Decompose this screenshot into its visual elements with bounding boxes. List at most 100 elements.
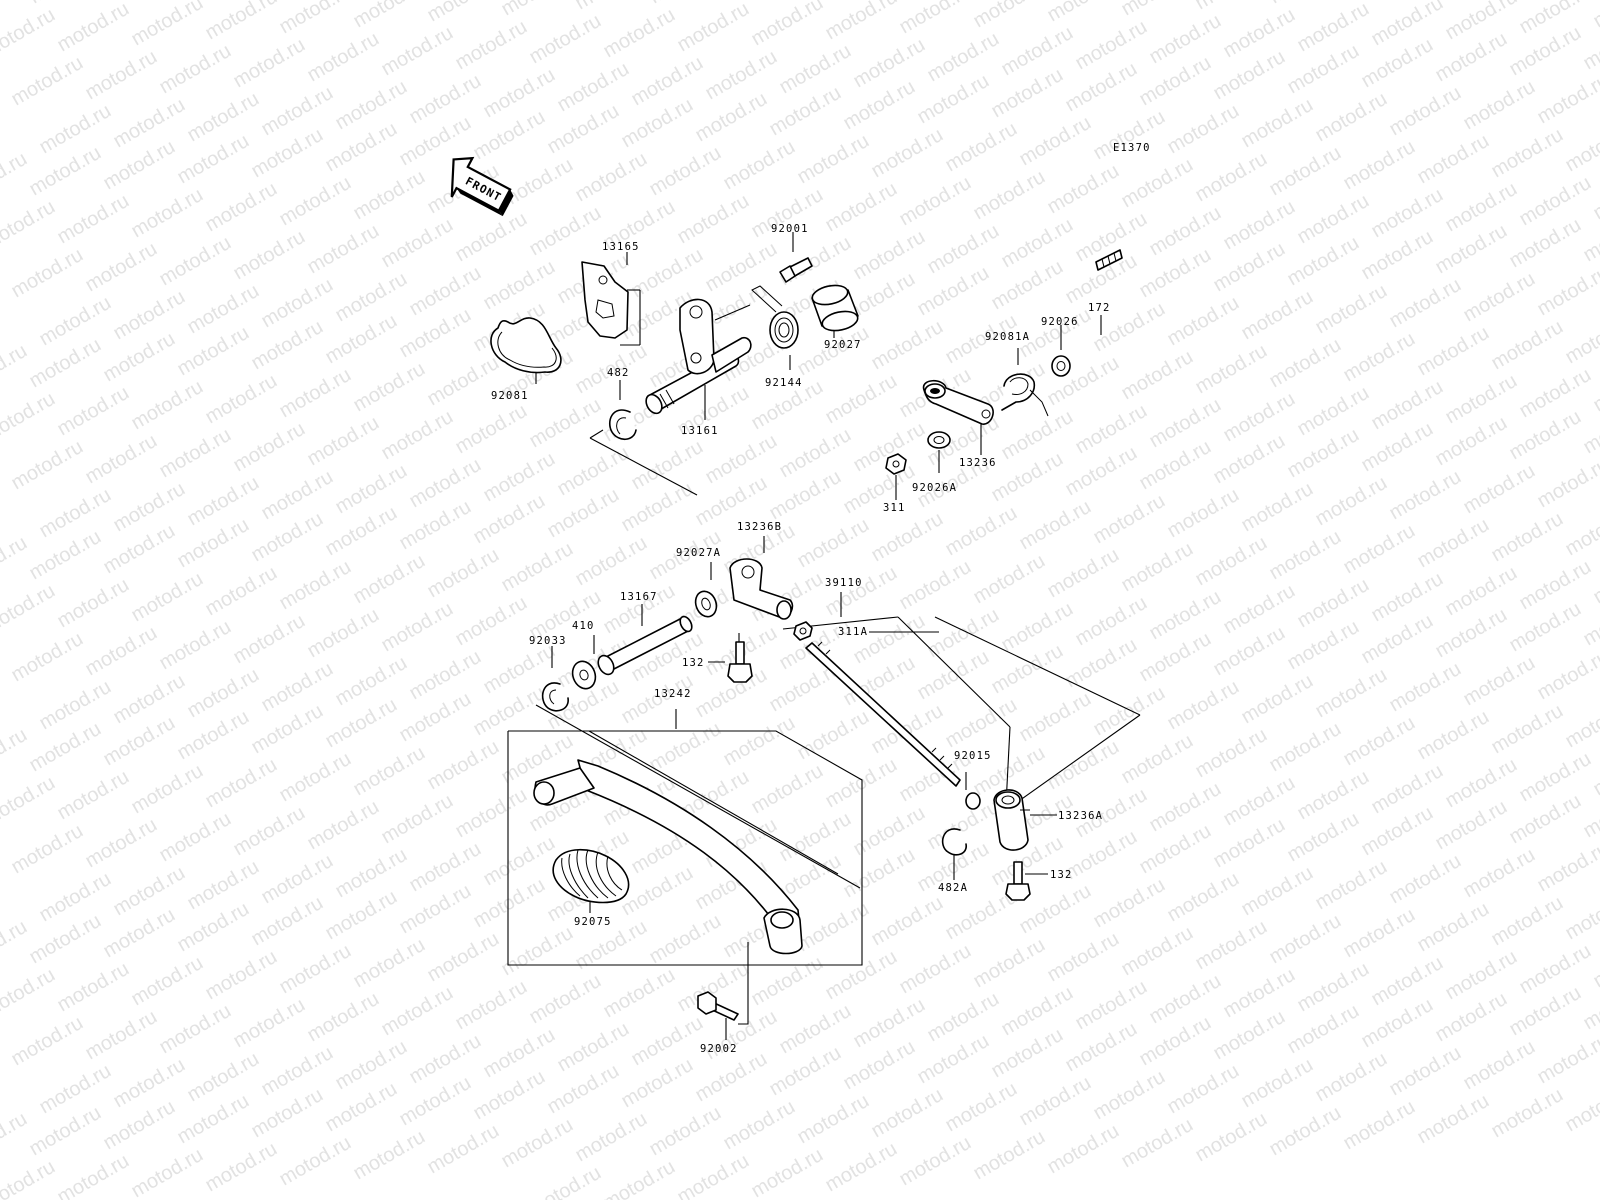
watermark-text: motod.ru <box>202 370 281 429</box>
part-13242-pedal <box>533 759 803 955</box>
watermark-text: motod.ru <box>868 124 947 183</box>
watermark-text: motod.ru <box>544 100 623 159</box>
watermark-text: motod.ru <box>1386 466 1465 525</box>
watermark-text: motod.ru <box>36 292 115 351</box>
watermark-text: motod.ru <box>868 1084 947 1143</box>
watermark-text: motod.ru <box>406 1030 485 1089</box>
callout-92026: 92026 <box>1041 316 1079 328</box>
watermark-text: motod.ru <box>748 0 827 50</box>
watermark-text: motod.ru <box>128 760 207 819</box>
watermark-text: motod.ru <box>470 874 549 933</box>
watermark-text: motod.ru <box>26 334 105 393</box>
watermark-text: motod.ru <box>350 358 429 417</box>
watermark-text: motod.ru <box>988 640 1067 699</box>
watermark-text: motod.ru <box>1340 136 1419 195</box>
watermark-text: motod.ru <box>1368 760 1447 819</box>
watermark-text: motod.ru <box>26 718 105 777</box>
watermark-text: motod.ru <box>100 136 179 195</box>
watermark-text: motod.ru <box>998 982 1077 1041</box>
watermark-text: motod.ru <box>54 958 133 1017</box>
watermark-text: motod.ru <box>924 988 1003 1047</box>
watermark-text: motod.ru <box>1460 268 1539 327</box>
watermark-text: motod.ru <box>692 1048 771 1107</box>
watermark-text: motod.ru <box>378 598 457 657</box>
watermark-text: motod.ru <box>276 556 355 615</box>
watermark-text: motod.ru <box>332 460 411 519</box>
callout-92002: 92002 <box>700 1043 738 1055</box>
watermark-text: motod.ru <box>248 508 327 567</box>
watermark-text: motod.ru <box>646 0 725 8</box>
watermark-text: motod.ru <box>1534 1030 1600 1089</box>
watermark-text: motod.ru <box>1442 754 1521 813</box>
watermark-text: motod.ru <box>868 892 947 951</box>
watermark-text: motod.ru <box>480 448 559 507</box>
watermark-text: motod.ru <box>248 124 327 183</box>
watermark-text: motod.ru <box>1118 538 1197 597</box>
watermark-text: motod.ru <box>822 754 901 813</box>
watermark-text: motod.ru <box>0 196 59 255</box>
watermark-text: motod.ru <box>1460 460 1539 519</box>
watermark-text: motod.ru <box>1284 808 1363 867</box>
watermark-text: motod.ru <box>1414 514 1493 573</box>
watermark-text: motod.ru <box>0 772 59 831</box>
watermark-text: motod.ru <box>1460 76 1539 135</box>
watermark-text: motod.ru <box>480 1024 559 1083</box>
watermark-text: motod.ru <box>1136 52 1215 111</box>
watermark-text: motod.ru <box>1432 796 1511 855</box>
watermark-text: motod.ru <box>322 310 401 369</box>
watermark-text: motod.ru <box>396 304 475 363</box>
watermark-text: motod.ru <box>1488 316 1567 375</box>
watermark-text: motod.ru <box>54 1150 133 1200</box>
part-92144-spring <box>751 285 799 349</box>
callout-92075: 92075 <box>574 916 612 928</box>
watermark-text: motod.ru <box>248 700 327 759</box>
watermark-text: motod.ru <box>452 976 531 1035</box>
watermark-text: motod.ru <box>36 100 115 159</box>
watermark-text: motod.ru <box>276 748 355 807</box>
watermark-text: motod.ru <box>600 1156 679 1200</box>
watermark-text: motod.ru <box>914 70 993 129</box>
callout-13161: 13161 <box>681 425 719 437</box>
watermark-text: motod.ru <box>452 208 531 267</box>
watermark-text: motod.ru <box>1220 580 1299 639</box>
watermark-text: motod.ru <box>794 898 873 957</box>
watermark-text: motod.ru <box>322 118 401 177</box>
watermark-text: motod.ru <box>1016 1072 1095 1131</box>
watermark-text: motod.ru <box>0 388 59 447</box>
watermark-text: motod.ru <box>470 106 549 165</box>
watermark-text: motod.ru <box>1442 178 1521 237</box>
watermark-text: motod.ru <box>304 412 383 471</box>
callout-92033: 92033 <box>529 635 567 647</box>
leader-lines <box>507 232 1141 1040</box>
watermark-text: motod.ru <box>914 1030 993 1089</box>
part-132-bolt-b <box>1005 861 1031 901</box>
watermark-text: motod.ru <box>646 1102 725 1161</box>
watermark-text: motod.ru <box>1062 58 1141 117</box>
watermark-text: motod.ru <box>1506 982 1585 1041</box>
watermark-text: motod.ru <box>572 1108 651 1167</box>
watermark-text: motod.ru <box>258 274 337 333</box>
watermark-text: motod.ru <box>1044 160 1123 219</box>
watermark-text: motod.ru <box>1090 490 1169 549</box>
watermark-text: motod.ru <box>1210 814 1289 873</box>
watermark-text: motod.ru <box>424 736 503 795</box>
watermark-text: motod.ru <box>1164 676 1243 735</box>
watermark-text: motod.ru <box>618 94 697 153</box>
callout-172: 172 <box>1088 302 1111 314</box>
watermark-text: motod.ru <box>1414 898 1493 957</box>
watermark-text: motod.ru <box>1562 694 1600 753</box>
watermark-text: motod.ru <box>230 994 309 1053</box>
callout-92144: 92144 <box>765 377 803 389</box>
watermark-text: motod.ru <box>1488 1084 1567 1143</box>
watermark-text: motod.ru <box>970 0 1049 32</box>
watermark-text: motod.ru <box>1488 124 1567 183</box>
watermark-text: motod.ru <box>1294 382 1373 441</box>
watermark-text: motod.ru <box>1220 196 1299 255</box>
watermark-text: motod.ru <box>322 886 401 945</box>
watermark-text: motod.ru <box>174 898 253 957</box>
watermark-text: motod.ru <box>628 1012 707 1071</box>
watermark-text: motod.ru <box>350 934 429 993</box>
watermark-text: motod.ru <box>1284 1000 1363 1059</box>
callout-labels: 92001 13165 92081 482 13161 92144 92027 … <box>491 223 1111 1055</box>
watermark-text: motod.ru <box>618 1054 697 1113</box>
